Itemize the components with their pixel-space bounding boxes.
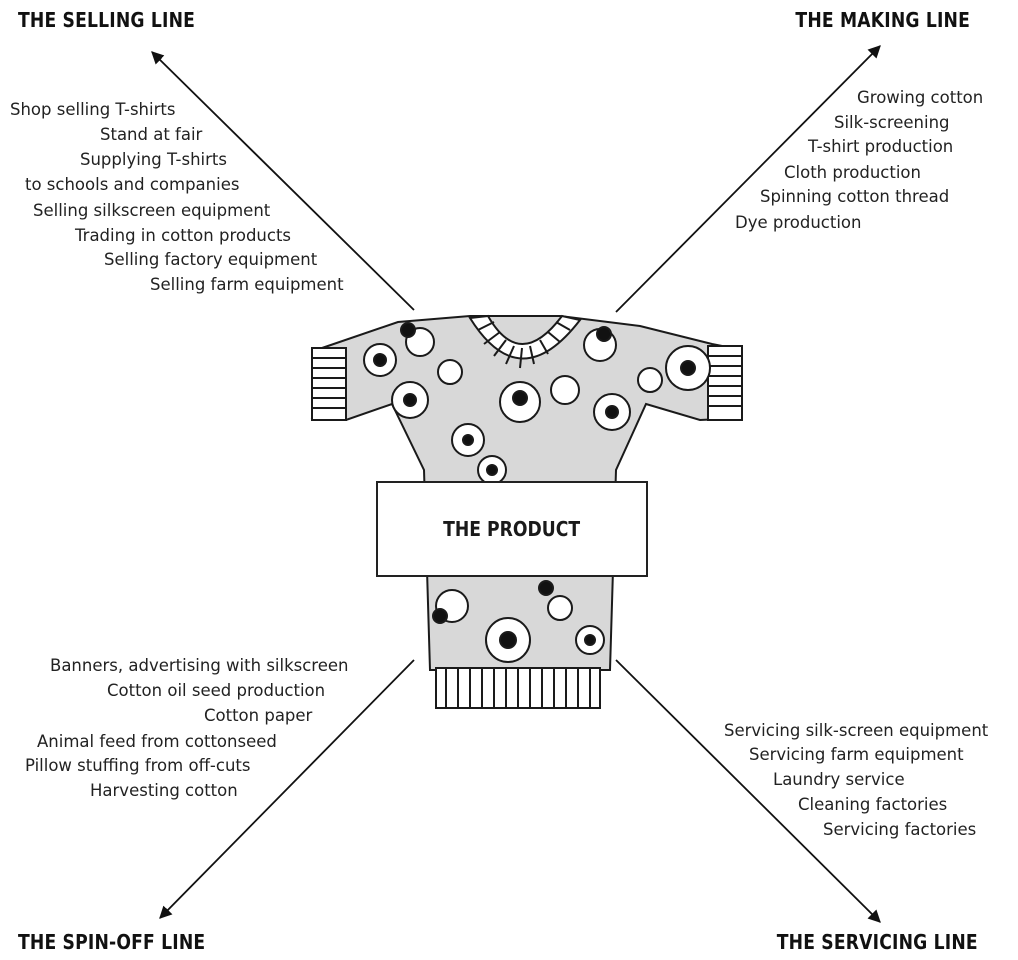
making-item: Cloth production (784, 163, 921, 182)
collar (468, 314, 582, 369)
selling-item: Stand at fair (100, 125, 203, 144)
spinoff-item: Cotton paper (204, 706, 313, 725)
arrow-up-right (615, 45, 881, 313)
arrow-down-right (615, 659, 881, 923)
servicing-item: Servicing silk-screen equipment (724, 721, 989, 740)
selling-item: Supplying T-shirts (80, 150, 227, 169)
spinoff-item: Cotton oil seed production (107, 681, 326, 700)
selling-item: Selling silkscreen equipment (33, 201, 271, 220)
waistband (435, 667, 601, 709)
right-cuff (707, 345, 743, 421)
making-item: Dye production (735, 213, 862, 232)
making-item: T-shirt production (808, 137, 954, 156)
arrow-down-left (159, 659, 415, 919)
product-label: THE PRODUCT (443, 517, 581, 541)
servicing-item: Servicing factories (823, 820, 977, 839)
making-item: Spinning cotton thread (760, 187, 950, 206)
arrow-up-left (151, 51, 415, 311)
making-item: Silk-screening (834, 113, 950, 132)
making-item: Growing cotton (857, 88, 984, 107)
spinoff-item: Pillow stuffing from off-cuts (25, 756, 251, 775)
left-cuff (311, 347, 347, 421)
flower-pattern (363, 322, 711, 663)
spinoff-item: Harvesting cotton (90, 781, 238, 800)
spinoff-item: Banners, advertising with silkscreen (50, 656, 349, 675)
servicing-item: Cleaning factories (798, 795, 948, 814)
selling-item: to schools and companies (25, 175, 240, 194)
spinoff-item: Animal feed from cottonseed (37, 732, 277, 751)
selling-item: Selling farm equipment (150, 275, 344, 294)
heading-selling-line: THE SELLING LINE (18, 8, 196, 32)
servicing-item: Laundry service (773, 770, 905, 789)
heading-spinoff-line: THE SPIN-OFF LINE (18, 930, 206, 954)
servicing-item: Servicing farm equipment (749, 745, 964, 764)
selling-item: Selling factory equipment (104, 250, 318, 269)
selling-item: Shop selling T-shirts (10, 100, 176, 119)
heading-making-line: THE MAKING LINE (795, 8, 970, 32)
product-box: THE PRODUCT (376, 481, 648, 577)
heading-servicing-line: THE SERVICING LINE (776, 930, 978, 954)
selling-item: Trading in cotton products (75, 226, 292, 245)
